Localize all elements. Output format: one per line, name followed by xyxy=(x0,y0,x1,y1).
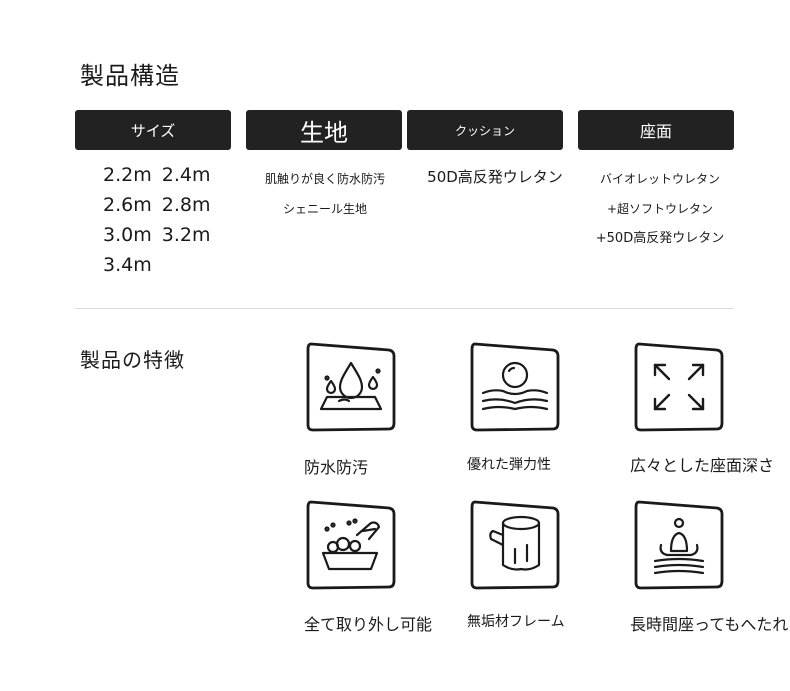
header-size: サイズ xyxy=(75,110,231,150)
seat-line: +50D高反発ウレタン xyxy=(595,231,725,246)
header-fabric: 生地 xyxy=(246,110,402,150)
feature-label: 優れた弾力性 xyxy=(467,457,551,473)
header-seat-label: 座面 xyxy=(639,122,672,141)
fabric-line: 肌触りが良く防水防汚 xyxy=(264,172,385,186)
size-list: 2.2m 2.4m 2.6m 2.8m 3.0m 3.2m 3.4m xyxy=(103,160,210,280)
fabric-description: 肌触りが良く防水防汚 シェニール生地 xyxy=(255,170,395,218)
water-drop-icon xyxy=(305,341,397,433)
structure-title: 製品構造 xyxy=(80,62,180,90)
fabric-line: シェニール生地 xyxy=(282,202,367,216)
seated-person-icon xyxy=(633,499,725,591)
header-size-label: サイズ xyxy=(130,121,176,140)
size-value: 2.4m xyxy=(161,164,211,186)
expand-arrows-icon xyxy=(633,341,725,433)
size-value: 2.8m xyxy=(161,194,211,216)
feature-label: 全て取り外し可能 xyxy=(304,615,433,634)
cushion-line: 50D高反発ウレタン xyxy=(427,168,563,186)
header-fabric-label: 生地 xyxy=(300,118,348,147)
size-value: 3.2m xyxy=(161,224,211,246)
size-value: 3.4m xyxy=(103,254,152,276)
section-divider xyxy=(75,308,734,309)
feature-label: 無垢材フレーム xyxy=(467,614,565,630)
elastic-ball-icon xyxy=(469,341,561,433)
cushion-description: 50D高反発ウレタン xyxy=(410,168,580,186)
features-title: 製品の特徴 xyxy=(80,348,185,372)
size-value: 3.0m xyxy=(103,224,152,246)
header-seat: 座面 xyxy=(578,110,734,150)
seat-description: バイオレットウレタン +超ソフトウレタン +50D高反発ウレタン xyxy=(580,170,740,248)
header-cushion: クッション xyxy=(407,110,563,150)
size-value: 2.2m xyxy=(103,164,152,186)
washing-hands-icon xyxy=(305,499,397,591)
feature-label: 広々とした座面深さ xyxy=(630,456,775,475)
size-value: 2.6m xyxy=(103,194,152,216)
feature-label: 長時間座ってもへたれない xyxy=(630,615,790,634)
seat-line: バイオレットウレタン xyxy=(599,172,720,186)
header-cushion-label: クッション xyxy=(454,123,515,138)
feature-label: 防水防汚 xyxy=(304,458,369,477)
seat-line: +超ソフトウレタン xyxy=(606,202,714,216)
wood-log-icon xyxy=(469,499,561,591)
